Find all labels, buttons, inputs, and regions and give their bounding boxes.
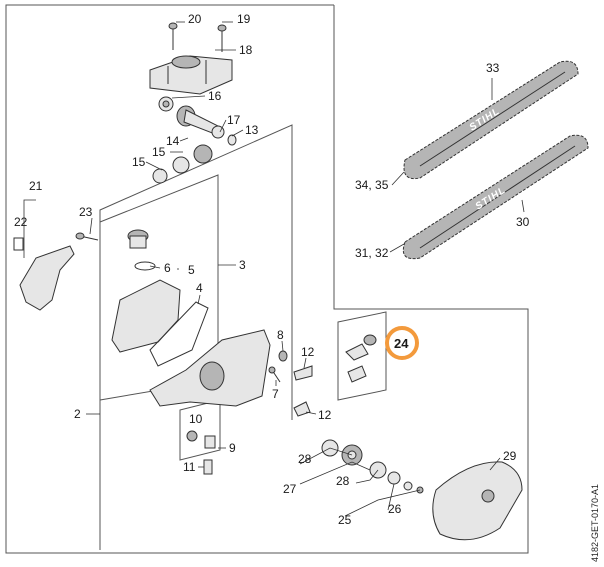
document-code: 4182-GET-0170-A1: [590, 484, 600, 562]
screw-8: [278, 350, 288, 362]
callout-6: 6: [164, 261, 171, 275]
screw-10: [186, 430, 198, 442]
assembly-frame-outer: [5, 4, 529, 554]
slider-12-upper: [293, 365, 313, 381]
screw-23: [75, 232, 99, 241]
callout-20: 20: [188, 12, 202, 26]
callout-15b: 15: [132, 155, 146, 169]
guide-bar-30: STIHL: [402, 134, 589, 260]
nut-11: [203, 459, 213, 475]
callout-30: 30: [516, 215, 530, 229]
callout-19: 19: [237, 12, 251, 26]
callout-18: 18: [239, 43, 253, 57]
screw-19: [217, 24, 227, 52]
callout-3: 3: [239, 258, 246, 272]
callout-14: 14: [166, 134, 180, 148]
callout-15a: 15: [152, 145, 166, 159]
callout-10: 10: [189, 412, 203, 426]
screw-20: [168, 22, 178, 50]
bevel-gear-15: [152, 144, 213, 184]
callout-12a: 12: [301, 345, 315, 359]
callout-25: 25: [338, 513, 352, 527]
filler-cap-6: [127, 229, 149, 249]
callout-24: 24: [394, 336, 409, 351]
bracket-22: [23, 199, 36, 258]
bearing-17: [211, 125, 225, 139]
callout-5: 5: [188, 263, 195, 277]
callout-31-32: 31, 32: [355, 246, 389, 260]
callout-22: 22: [14, 215, 28, 229]
spacer-9: [204, 435, 216, 449]
callout-4: 4: [196, 281, 203, 295]
callout-21: 21: [29, 179, 43, 193]
callout-28a: 28: [298, 452, 312, 466]
guard-21: [13, 237, 75, 311]
sprocket-parts: [321, 439, 424, 494]
callout-29: 29: [503, 449, 517, 463]
slider-12-lower: [293, 401, 311, 417]
callout-7: 7: [272, 387, 279, 401]
seal-ring-5: [134, 261, 156, 271]
sprocket-cover-29: [432, 461, 523, 541]
callout-28b: 28: [336, 474, 350, 488]
callout-12b: 12: [318, 408, 332, 422]
callout-13: 13: [245, 123, 259, 137]
ring-13: [227, 134, 237, 146]
housing-3: [111, 279, 181, 353]
screw-kit-box: [179, 399, 221, 461]
pin-7: [268, 366, 281, 383]
callout-11: 11: [183, 460, 196, 474]
callout-17: 17: [227, 113, 241, 127]
spike-kit-box: [337, 311, 387, 401]
spike-kit-24-parts: [345, 334, 377, 383]
callout-16: 16: [208, 89, 222, 103]
callout-27: 27: [283, 482, 297, 496]
gear-housing-2: [149, 329, 271, 407]
callout-34-35: 34, 35: [355, 178, 389, 192]
bearing-16: [158, 96, 174, 112]
callout-2: 2: [74, 407, 81, 421]
callout-9: 9: [229, 441, 236, 455]
highlight-marker-24: [385, 326, 419, 360]
callout-33: 33: [486, 61, 500, 75]
leader-lines: [86, 21, 525, 517]
gasket-4: [149, 301, 209, 367]
clamp-18: [149, 55, 233, 95]
callout-8: 8: [277, 328, 284, 342]
callout-23: 23: [79, 205, 93, 219]
callout-26: 26: [388, 502, 402, 516]
